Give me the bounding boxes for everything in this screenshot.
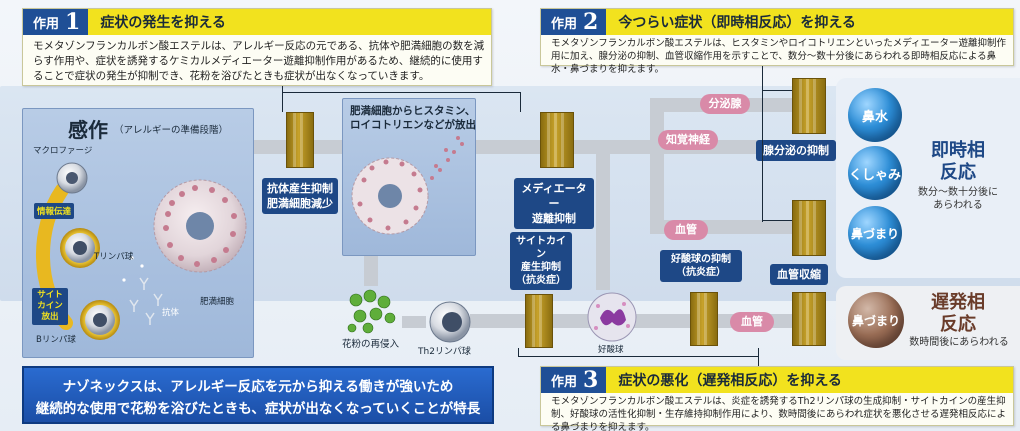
block-gland xyxy=(792,78,826,134)
symptom-sneeze: くしゃみ xyxy=(848,146,902,200)
action1-title: 症状の発生を抑える xyxy=(100,15,226,31)
arrow-pollen-th2 xyxy=(402,316,426,328)
connector-2-c xyxy=(762,220,792,221)
block-late xyxy=(792,292,826,346)
th2-illustration xyxy=(429,301,471,343)
symptom-congestion-immediate: 鼻づまり xyxy=(848,206,902,260)
macrophage-label: マクロファージ xyxy=(33,146,93,156)
mast-cell-label: 肥満細胞 xyxy=(200,297,235,307)
action1-desc: モメタゾンフランカルボン酸エステルは、アレルギー反応の元である、抗体や肥満細胞の… xyxy=(33,40,485,82)
histamine-text: 肥満細胞からヒスタミン、ロイコトリエンなどが放出 xyxy=(350,105,476,131)
antibody-label: 抗体 xyxy=(162,308,180,318)
connector-1-c xyxy=(520,92,521,112)
connector-2-b xyxy=(762,90,792,91)
block-eosinophil xyxy=(690,292,718,346)
eosinophil-label: 好酸球 xyxy=(598,345,624,355)
info-transfer-tag: 情報伝達 xyxy=(34,203,75,219)
pollen-illustration xyxy=(347,289,396,334)
histamine-illustration xyxy=(351,136,464,235)
connector-1-b xyxy=(282,92,520,93)
arrow-pollen-up xyxy=(364,256,378,286)
label-mediator-suppress: メディエーター 遊離抑制 xyxy=(514,178,594,229)
arrow-to-gland xyxy=(650,98,664,226)
label-eosinophil-suppress: 好酸球の抑制 （抗炎症） xyxy=(660,250,742,282)
action3-desc: モメタゾンフランカルボン酸エステルは、炎症を誘発するTh2リンパ球の生成抑制・サ… xyxy=(551,396,1006,431)
label-antibody-suppress: 抗体産生抑制 肥満細胞減少 xyxy=(262,178,338,214)
eosinophil-illustration xyxy=(587,292,637,342)
action2-desc: モメタゾンフランカルボン酸エステルは、ヒスタミンやロイコトリエンといったメディエ… xyxy=(551,38,1007,75)
b-cell-label: Bリンパ球 xyxy=(36,335,76,345)
connector-3-a xyxy=(518,348,519,356)
block-vessel xyxy=(792,200,826,256)
sensitization-title: 感作 xyxy=(68,118,108,142)
pill-nerve: 知覚神経 xyxy=(658,130,718,150)
symptom-congestion-late: 鼻づまり xyxy=(848,292,904,348)
t-cell-label: Tリンパ球 xyxy=(94,252,134,262)
immediate-title: 即時相 反応 xyxy=(931,140,985,183)
label-gland-suppress: 腺分泌の抑制 xyxy=(756,140,836,161)
block-mediator xyxy=(540,112,574,168)
symptom-runny-nose: 鼻水 xyxy=(848,88,902,142)
bottom-caption: ナゾネックスは、アレルギー反応を元から抑える働きが強いため 継続的な使用で花粉を… xyxy=(22,366,494,424)
label-cytokine-suppress: サイトカイン 産生抑制 （抗炎症） xyxy=(510,232,572,290)
action3-title: 症状の悪化（遅発相反応）を抑える xyxy=(618,373,842,389)
connector-3-c xyxy=(758,348,759,366)
sensitization-subtitle: （アレルギーの準備段階） xyxy=(114,125,229,136)
pill-gland: 分泌腺 xyxy=(700,94,750,114)
cytokine-release-tag: サイトカイン放出 xyxy=(32,288,68,325)
arrow-branch-vert xyxy=(596,140,610,290)
connector-2-a xyxy=(762,66,763,222)
block-antibody xyxy=(286,112,314,168)
pill-vessel2: 血管 xyxy=(730,312,774,332)
th2-label: Th2リンパ球 xyxy=(418,347,471,357)
immediate-note: 数分〜数十分後に あらわれる xyxy=(918,187,998,211)
arrow-hist-to-mediator xyxy=(476,140,540,154)
pill-vessel1: 血管 xyxy=(664,220,708,240)
connector-3-b xyxy=(518,356,758,357)
action2-title: 今つらい症状（即時相反応）を抑える xyxy=(618,15,856,31)
late-title: 遅発相 反応 xyxy=(931,292,985,335)
connector-1-a xyxy=(282,86,283,112)
label-vaso-constrict: 血管収縮 xyxy=(770,264,828,285)
late-note: 数時間後にあらわれる xyxy=(909,337,1009,348)
pollen-label: 花粉の再侵入 xyxy=(342,339,400,350)
block-cytokine xyxy=(525,294,553,348)
